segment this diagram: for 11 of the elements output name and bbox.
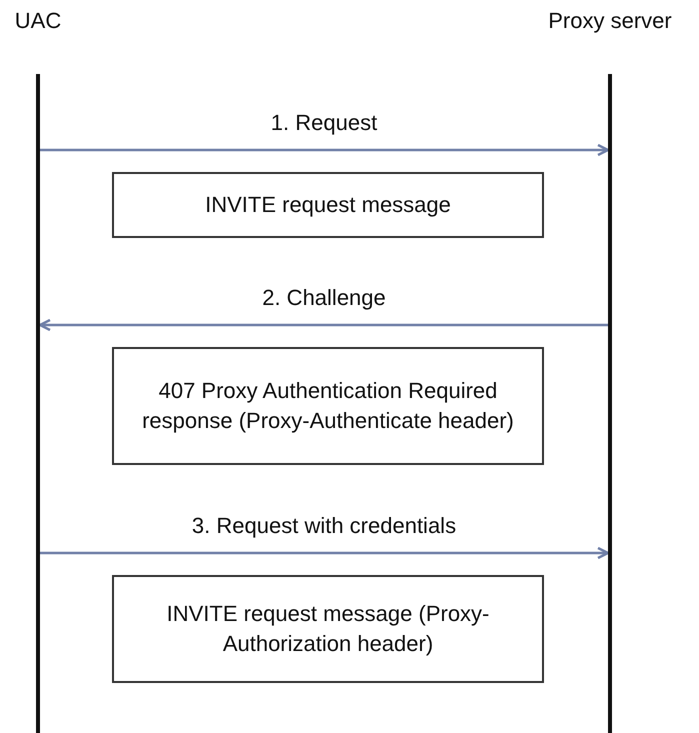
- participant-label: Proxy server: [547, 8, 673, 34]
- participant-label: UAC: [14, 8, 62, 34]
- arrow: [38, 318, 608, 332]
- message-box: INVITE request message: [112, 172, 544, 238]
- arrow: [40, 144, 610, 156]
- edge-label: 1. Request: [270, 110, 378, 136]
- edge-label: 2. Challenge: [262, 285, 386, 311]
- edge-label: 3. Request with credentials: [192, 513, 456, 539]
- arrow: [40, 546, 610, 560]
- message-box: 407 Proxy Authentication Required response (Proxy-Authenticate header): [112, 347, 544, 465]
- message-box: INVITE request message (Proxy-Authorization header): [112, 575, 544, 683]
